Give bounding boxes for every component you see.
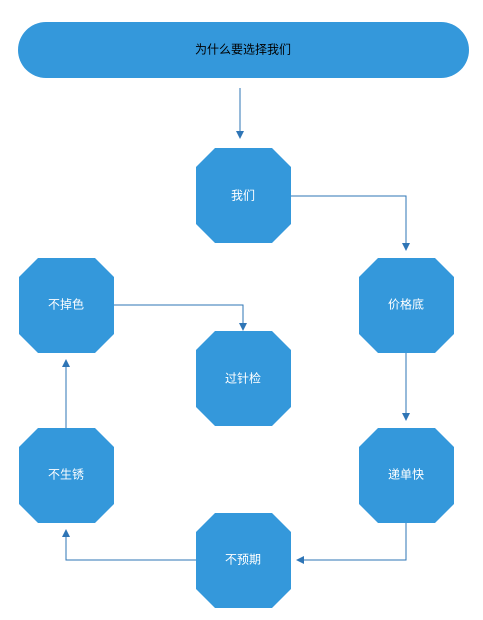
connector-us-to-low-price [290,195,410,251]
connector-no-expiry-to-no-rust [62,529,196,561]
node-no-rust-shape [19,428,114,523]
connectors [62,88,410,564]
node-needle-check: 过针检 [196,331,291,426]
node-needle-check-shape [196,331,291,426]
connector-no-fade-to-needle-check [112,304,247,331]
node-low-price-shape [359,258,454,353]
node-no-expiry-label: 不预期 [225,553,261,567]
connector-fast-delivery-to-no-expiry [296,522,407,564]
node-no-rust-label: 不生锈 [48,468,84,482]
node-fast-delivery-shape [359,428,454,523]
node-no-fade-label: 不掉色 [48,298,84,312]
title-shape [18,22,469,78]
node-no-fade-shape [19,258,114,353]
node-needle-check-label: 过针检 [225,371,261,386]
title-node: 为什么要选择我们 [18,22,469,78]
title-text: 为什么要选择我们 [195,42,291,57]
node-no-fade: 不掉色 [19,258,114,353]
node-us-shape [196,148,291,243]
node-no-expiry-shape [196,513,291,608]
node-us-label: 我们 [231,188,255,203]
node-no-rust: 不生锈 [19,428,114,523]
node-low-price: 价格底 [359,258,454,353]
node-low-price-label: 价格底 [388,297,424,312]
node-us: 我们 [196,148,291,243]
node-fast-delivery: 递单快 [359,428,454,523]
node-no-expiry: 不预期 [196,513,291,608]
node-fast-delivery-label: 递单快 [388,468,424,482]
